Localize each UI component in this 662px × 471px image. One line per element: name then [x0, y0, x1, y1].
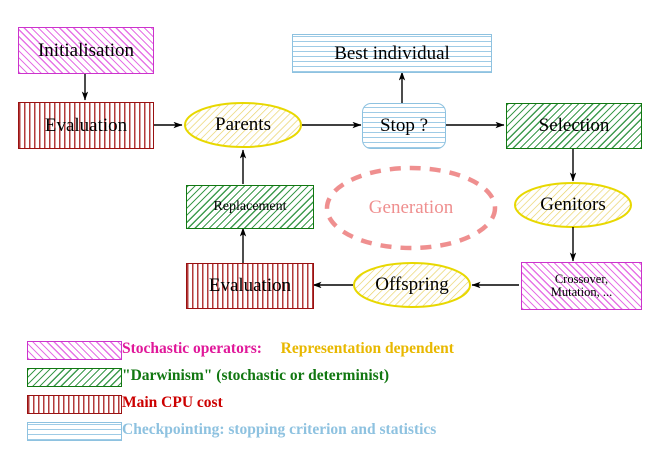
legend-darwinism-label: "Darwinism" (stochastic or determinist)	[122, 367, 390, 384]
node-crossover-label-line1: Crossover,	[554, 271, 609, 286]
legend-row-checkpointing: Checkpointing: stopping criterion and st…	[0, 419, 662, 443]
node-stop[interactable]: Stop ?	[362, 103, 446, 149]
node-generation-annotation: Generation	[345, 188, 477, 228]
node-evaluation-bottom[interactable]: Evaluation	[186, 263, 314, 309]
legend-representation-label: Representation dependent	[280, 340, 454, 357]
legend-row-darwinism: "Darwinism" (stochastic or determinist)	[0, 365, 662, 389]
checkpoint-swatch	[27, 422, 122, 441]
legend: Stochastic operators: Representation dep…	[0, 336, 662, 456]
node-best-individual-label: Best individual	[334, 42, 450, 64]
parents-ellipse	[184, 102, 302, 148]
legend-cpu-label: Main CPU cost	[122, 394, 223, 411]
node-genitors-label: Genitors	[540, 194, 606, 215]
legend-stochastic-text-group: Stochastic operators: Representation dep…	[122, 340, 454, 358]
darwinism-swatch	[27, 368, 122, 387]
node-generation-label: Generation	[368, 197, 454, 218]
node-stop-label: Stop ?	[379, 115, 429, 137]
node-offspring[interactable]: Offspring	[354, 263, 470, 307]
node-offspring-label: Offspring	[375, 274, 449, 295]
node-genitors[interactable]: Genitors	[515, 183, 631, 227]
node-selection-label: Selection	[538, 115, 610, 137]
node-initialisation-label: Initialisation	[37, 39, 135, 61]
node-parents[interactable]: Parents	[185, 103, 301, 147]
legend-stochastic-label: Stochastic operators:	[122, 340, 262, 357]
node-parents-label: Parents	[215, 114, 271, 135]
legend-checkpoint-label: Checkpointing: stopping criterion and st…	[122, 421, 437, 438]
cpu-swatch	[27, 395, 122, 414]
node-crossover-mutation[interactable]: Crossover, Mutation, ...	[521, 262, 642, 310]
legend-row-cpu: Main CPU cost	[0, 392, 662, 416]
node-replacement-label: Replacement	[213, 198, 287, 214]
generation-annotation-ellipse	[324, 165, 498, 251]
node-evaluation-top-label: Evaluation	[44, 114, 128, 136]
legend-row-stochastic: Stochastic operators: Representation dep…	[0, 338, 662, 362]
offspring-ellipse	[353, 262, 471, 308]
stochastic-swatch	[27, 341, 122, 360]
node-evaluation-top[interactable]: Evaluation	[18, 102, 154, 149]
node-selection[interactable]: Selection	[506, 103, 642, 149]
node-initialisation[interactable]: Initialisation	[18, 27, 154, 74]
node-evaluation-bottom-label: Evaluation	[208, 275, 292, 297]
node-replacement[interactable]: Replacement	[186, 185, 314, 229]
node-crossover-label-line2: Mutation, ...	[550, 285, 613, 299]
node-best-individual[interactable]: Best individual	[292, 34, 492, 73]
